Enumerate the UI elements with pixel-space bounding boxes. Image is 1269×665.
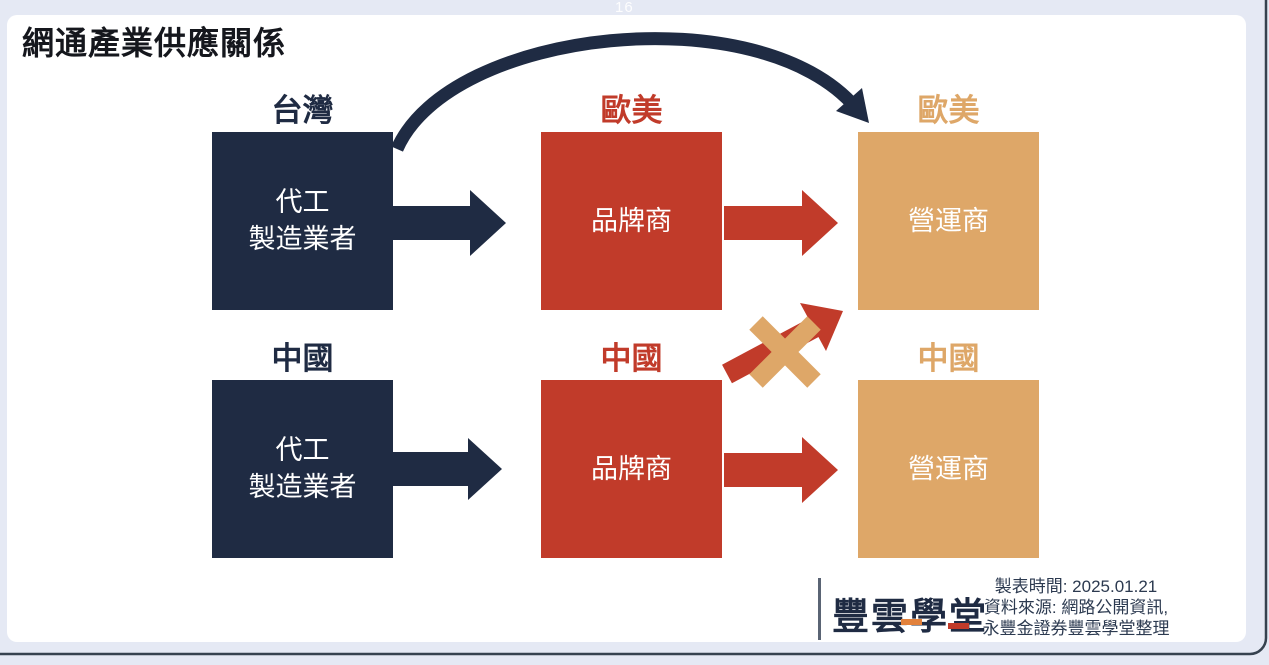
source-note: 製表時間: 2025.01.21 資料來源: 網路公開資訊, 永豐金證券豐雲學堂… xyxy=(952,576,1200,639)
footer-divider xyxy=(818,578,821,640)
curved-arrow-taiwan-to-us-operator xyxy=(391,32,861,152)
arrow-brand-to-operator-icon xyxy=(724,190,838,256)
arrow-china-brand-to-operator-icon xyxy=(724,437,838,503)
arrow-china-oem-to-brand-icon xyxy=(393,438,502,500)
logo-orange-accent xyxy=(901,619,922,625)
source-line2-text: 永豐金證券豐雲學堂整理 xyxy=(982,619,1170,638)
source-line1-text: 資料來源: 網路公開資訊, xyxy=(983,598,1169,617)
made-time-text: 製表時間: 2025.01.21 xyxy=(994,577,1158,596)
arrow-taiwan-to-brand-icon xyxy=(393,190,506,256)
